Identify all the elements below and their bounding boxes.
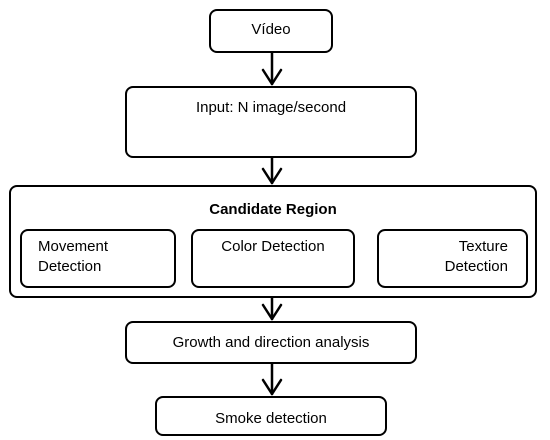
texture-detection-node: [377, 229, 528, 288]
smoke-detection-label: Smoke detection: [215, 410, 327, 427]
video-label: Vídeo: [251, 21, 291, 38]
video-node: [209, 9, 333, 53]
growth-analysis-node: [125, 321, 417, 364]
texture-detection-label-line2: Detection: [444, 258, 508, 275]
color-detection-label: Color Detection: [221, 238, 325, 255]
input-node: [125, 86, 417, 158]
texture-detection-label-line1: Texture: [458, 238, 508, 255]
movement-detection-label-line1: Movement: [38, 238, 109, 255]
arrow-video-to-input: [261, 51, 283, 86]
movement-detection-node: [20, 229, 176, 288]
growth-analysis-label: Growth and direction analysis: [172, 334, 370, 351]
movement-detection-label-line2: Detection: [38, 258, 102, 275]
arrow-candidate-to-growth: [261, 296, 283, 321]
arrow-input-to-candidate: [261, 156, 283, 185]
arrow-growth-to-smoke: [261, 362, 283, 396]
smoke-detection-node: [155, 396, 387, 436]
candidate-region-title: Candidate Region: [209, 201, 337, 218]
input-label: Input: N image/second: [195, 99, 347, 116]
color-detection-node: [191, 229, 355, 288]
